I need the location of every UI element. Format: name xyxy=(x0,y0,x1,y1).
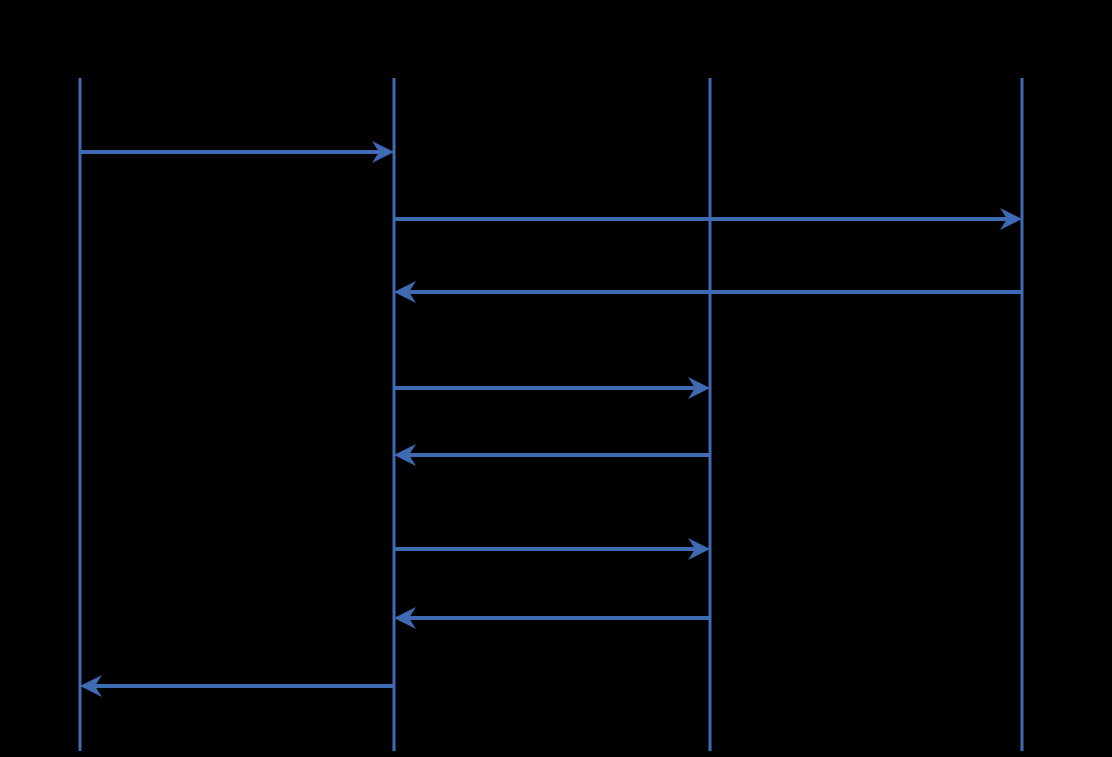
message-4-arrowhead-icon xyxy=(688,377,710,399)
message-5-arrowhead-icon xyxy=(394,444,416,466)
message-2-arrowhead-icon xyxy=(1000,208,1022,230)
message-3-arrowhead-icon xyxy=(394,281,416,303)
message-1-arrowhead-icon xyxy=(372,141,394,163)
message-8-arrowhead-icon xyxy=(80,675,102,697)
message-6-arrowhead-icon xyxy=(688,538,710,560)
message-7-arrowhead-icon xyxy=(394,607,416,629)
